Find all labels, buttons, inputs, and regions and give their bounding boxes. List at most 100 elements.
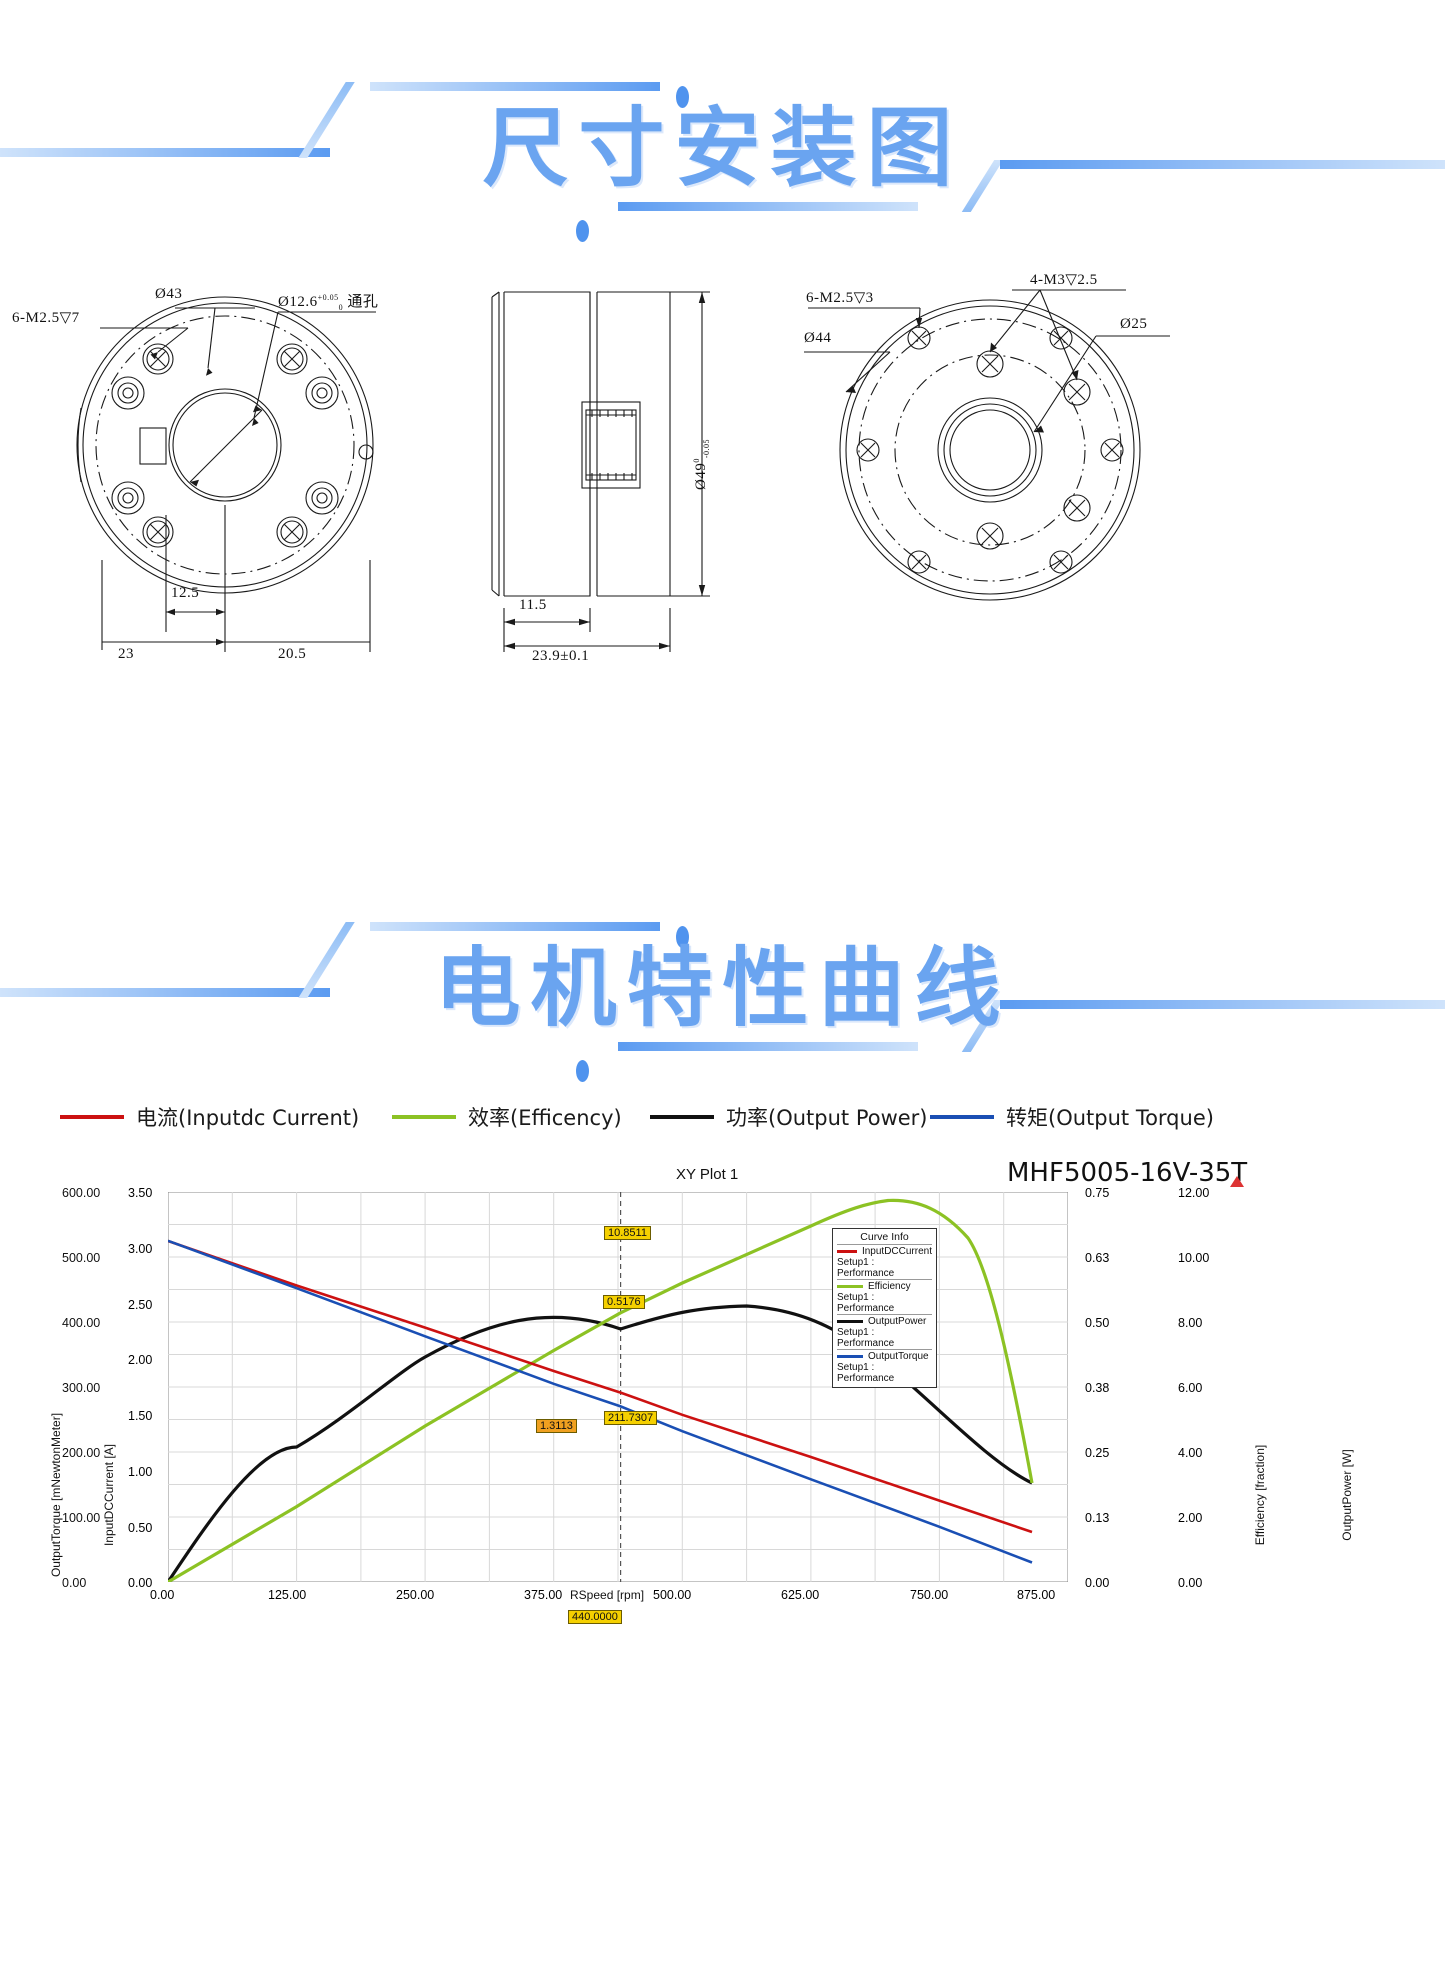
label-dia-126-through-hole: Ø12.6+0.050 通孔 bbox=[278, 290, 378, 312]
banner-dot-bottom bbox=[576, 220, 589, 242]
curve-info-name-torque: OutputTorque bbox=[837, 1351, 932, 1362]
curve-banner-dot-bottom bbox=[576, 1060, 589, 1082]
rear-view-drawing: 6-M2.5▽3 4-M3▽2.5 Ø44 Ø25 bbox=[790, 260, 1180, 680]
curve-info-setup-power: Setup1 : Performance bbox=[837, 1327, 895, 1349]
curve-info-name-current: InputDCCurrent bbox=[837, 1246, 932, 1257]
tick-x-125: 125.00 bbox=[268, 1588, 307, 1602]
curve-banner-deco-right bbox=[600, 880, 1445, 1080]
tick-power-600: 6.00 bbox=[1178, 1381, 1203, 1395]
dim-dia-49-sub: -0.05 bbox=[702, 438, 711, 459]
banner-deco-left bbox=[0, 40, 720, 240]
tick-x-500: 500.00 bbox=[653, 1588, 692, 1602]
tick-current-300: 3.00 bbox=[128, 1242, 153, 1256]
cursor-value-badge: 440.0000 bbox=[568, 1610, 622, 1624]
series-output-torque bbox=[168, 1239, 1033, 1564]
technical-drawings: 6-M2.5▽7 Ø43 Ø12.6+0.050 通孔 12.5 23 20.5 bbox=[0, 250, 1445, 770]
tick-eff-013: 0.13 bbox=[1085, 1511, 1110, 1525]
tick-eff-038: 0.38 bbox=[1085, 1381, 1110, 1395]
legend-item-current: 电流(Inputdc Current) bbox=[60, 1102, 359, 1132]
curve-info-setup-torque: Setup1 : Performance bbox=[837, 1362, 895, 1384]
curve-info-label-current: InputDCCurrent bbox=[861, 1246, 932, 1257]
tick-torque-600: 600.00 bbox=[62, 1186, 101, 1200]
legend-item-torque: 转矩(Output Torque) bbox=[930, 1102, 1214, 1132]
curve-info-row-current: InputDCCurrent Setup1 : Performance bbox=[837, 1244, 932, 1279]
chart-title: MHF5005-16V-35T bbox=[1007, 1158, 1248, 1188]
dim-12-5: 12.5 bbox=[171, 585, 200, 601]
legend-label-current: 电流(Inputdc Current) bbox=[136, 1106, 360, 1130]
curve-info-setup-current: Setup1 : Performance bbox=[837, 1257, 895, 1279]
marker-output-torque: 211.7307 bbox=[604, 1411, 658, 1425]
xy-plot-label: XY Plot 1 bbox=[676, 1166, 739, 1183]
label-6-m25-3: 6-M2.5▽3 bbox=[806, 290, 874, 306]
marker-output-power: 10.8511 bbox=[604, 1226, 651, 1240]
tick-eff-075: 0.75 bbox=[1085, 1186, 1110, 1200]
legend-label-power: 功率(Output Power) bbox=[726, 1106, 928, 1130]
label-dia-126-text: Ø12.6 bbox=[278, 294, 318, 310]
banner-dot-top bbox=[676, 86, 689, 108]
curve-info-label-efficiency: Efficiency bbox=[868, 1281, 911, 1292]
curve-info-name-power: OutputPower bbox=[837, 1316, 932, 1327]
curve-info-row-power: OutputPower Setup1 : Performance bbox=[837, 1314, 932, 1349]
legend-swatch-current bbox=[60, 1115, 124, 1119]
curve-info-setup-efficiency: Setup1 : Performance bbox=[837, 1292, 895, 1314]
tick-x-250: 250.00 bbox=[396, 1588, 435, 1602]
dim-dia-49: Ø490-0.05 bbox=[692, 439, 711, 490]
curve-banner: 电机特性曲线 bbox=[0, 880, 1445, 1082]
tick-power-1200: 12.00 bbox=[1178, 1186, 1210, 1200]
tick-x-875: 875.00 bbox=[1017, 1588, 1056, 1602]
tick-eff-000: 0.00 bbox=[1085, 1576, 1110, 1590]
tick-x-625: 625.00 bbox=[781, 1588, 820, 1602]
legend-item-efficiency: 效率(Efficency) bbox=[392, 1102, 622, 1132]
dim-dia-49-sup: 0 bbox=[692, 458, 701, 463]
curve-info-dash-torque bbox=[837, 1355, 863, 1358]
curve-info-box: Curve Info InputDCCurrent Setup1 : Perfo… bbox=[832, 1228, 937, 1388]
legend-swatch-efficiency bbox=[392, 1115, 456, 1119]
label-dia-25: Ø25 bbox=[1120, 316, 1148, 332]
triangle-marker-icon bbox=[1230, 1176, 1244, 1187]
axis-title-output-power: OutputPower [W] bbox=[1340, 1449, 1354, 1541]
tick-eff-063: 0.63 bbox=[1085, 1251, 1110, 1265]
tick-x-0: 0.00 bbox=[150, 1588, 175, 1602]
axis-title-efficiency: Efficiency [fraction] bbox=[1253, 1444, 1267, 1546]
label-6-m25-7: 6-M2.5▽7 bbox=[12, 310, 80, 326]
label-dia-126-sup: +0.05 bbox=[317, 293, 339, 302]
tick-eff-050: 0.50 bbox=[1085, 1316, 1110, 1330]
legend-item-power: 功率(Output Power) bbox=[650, 1102, 928, 1132]
label-through-hole: 通孔 bbox=[347, 294, 379, 310]
curve-info-title: Curve Info bbox=[860, 1231, 909, 1243]
tick-power-200: 2.00 bbox=[1178, 1511, 1203, 1525]
tick-torque-400: 400.00 bbox=[62, 1316, 101, 1330]
tick-x-375: 375.00 bbox=[524, 1588, 563, 1602]
curve-info-name-efficiency: Efficiency bbox=[837, 1281, 932, 1292]
tick-torque-0: 0.00 bbox=[62, 1576, 87, 1590]
banner-deco-right bbox=[600, 40, 1445, 240]
rear-view-svg bbox=[804, 289, 1170, 601]
dimension-banner: 尺寸安装图 bbox=[0, 40, 1445, 242]
tick-power-000: 0.00 bbox=[1178, 1576, 1203, 1590]
dim-23: 23 bbox=[118, 646, 134, 662]
tick-current-150: 1.50 bbox=[128, 1409, 153, 1423]
side-view-drawing: Ø490-0.05 11.5 23.9±0.1 bbox=[470, 260, 740, 680]
label-dia-126-sub: 0 bbox=[338, 303, 344, 312]
dim-23-9: 23.9±0.1 bbox=[532, 648, 590, 664]
curve-banner-deco-left bbox=[0, 880, 720, 1080]
tick-current-350: 3.50 bbox=[128, 1186, 153, 1200]
tick-current-000: 0.00 bbox=[128, 1576, 153, 1590]
tick-power-1000: 10.00 bbox=[1178, 1251, 1210, 1265]
front-view-drawing: 6-M2.5▽7 Ø43 Ø12.6+0.050 通孔 12.5 23 20.5 bbox=[12, 260, 420, 680]
curve-info-row-efficiency: Efficiency Setup1 : Performance bbox=[837, 1279, 932, 1314]
legend-swatch-power bbox=[650, 1115, 714, 1119]
marker-input-dc-current: 1.3113 bbox=[536, 1419, 577, 1433]
tick-x-750: 750.00 bbox=[910, 1588, 949, 1602]
axis-title-rspeed: RSpeed [rpm] bbox=[570, 1588, 645, 1602]
label-dia-44: Ø44 bbox=[804, 330, 832, 346]
series-input-dc-current bbox=[168, 1239, 1033, 1534]
page-title-dimension: 尺寸安装图 bbox=[482, 98, 963, 199]
series-efficiency bbox=[168, 1198, 1034, 1582]
tick-power-800: 8.00 bbox=[1178, 1316, 1203, 1330]
curve-info-label-torque: OutputTorque bbox=[868, 1351, 929, 1362]
legend-label-torque: 转矩(Output Torque) bbox=[1006, 1106, 1214, 1130]
curve-info-dash-efficiency bbox=[837, 1285, 863, 1288]
tick-current-100: 1.00 bbox=[128, 1465, 153, 1479]
tick-torque-200: 200.00 bbox=[62, 1446, 101, 1460]
